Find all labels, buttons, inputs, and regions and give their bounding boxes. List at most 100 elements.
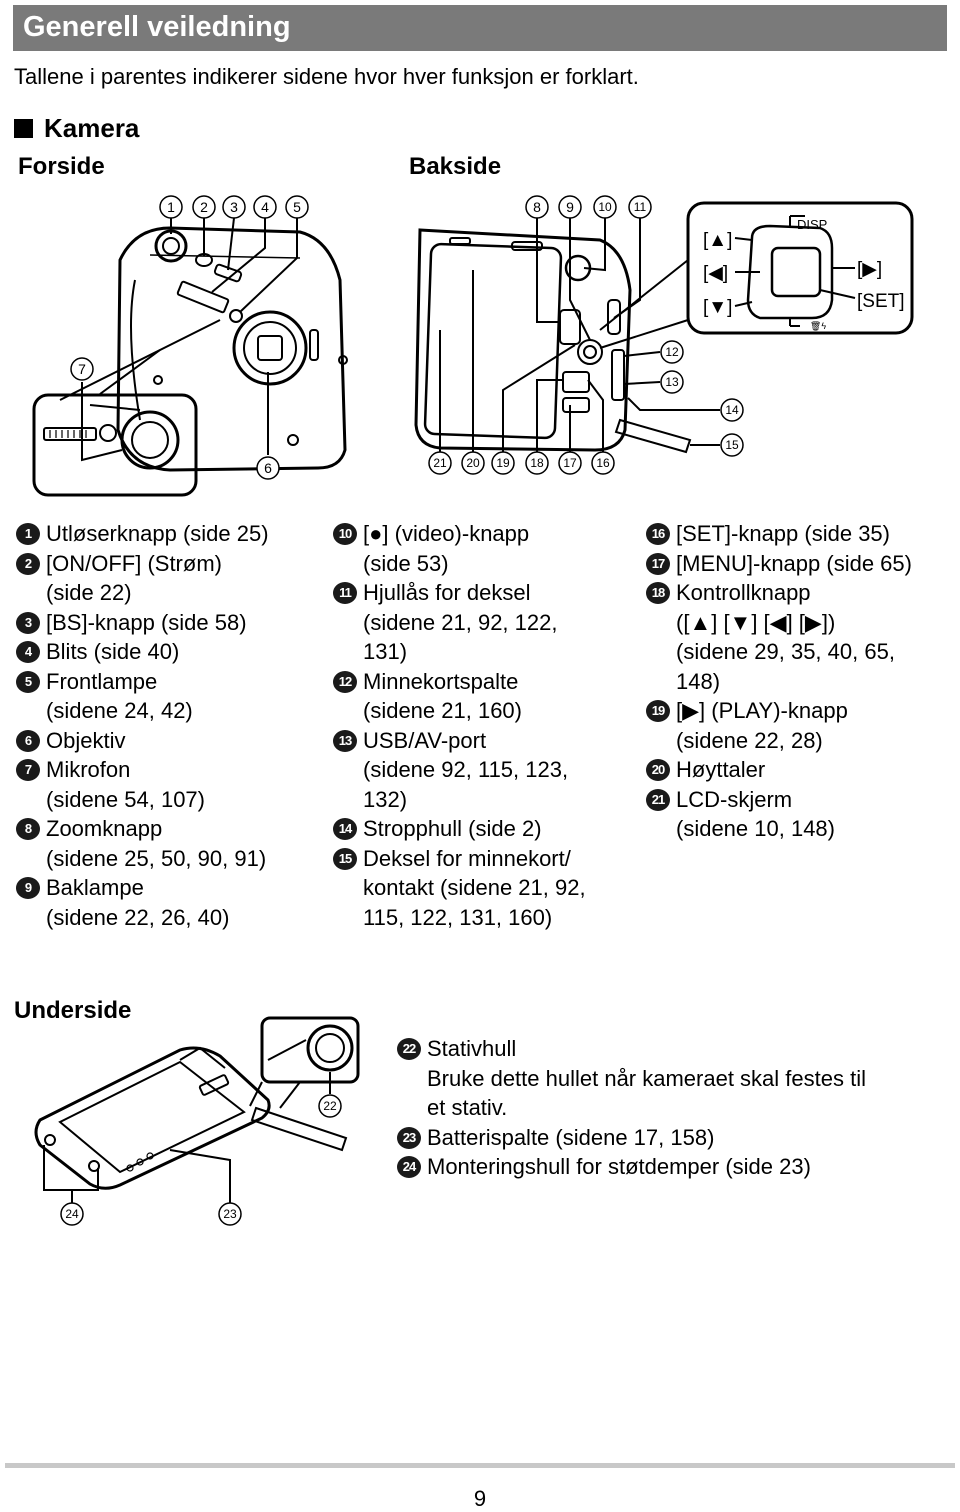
callout-9: 9 bbox=[566, 199, 574, 215]
page-title: Generell veiledning bbox=[23, 11, 291, 43]
parts-list-col2: 10 [●] (video)-knapp (side 53) 11 Hjullås … bbox=[333, 519, 633, 932]
trash-flash-icon: 🗑ϟ bbox=[810, 321, 826, 331]
list-item: 8 Zoomknapp (sidene 25, 50, 90, 91) bbox=[16, 814, 316, 873]
camera-diagram-top: [▲] [◀] [▼] [▶] [SET] DISP 🗑ϟ 1 2 3 4 5 … bbox=[32, 195, 914, 497]
item-text: Minnekortspalte (sidene 21, 160) bbox=[363, 668, 522, 724]
inset-left-label: [◀] bbox=[703, 263, 728, 284]
item-text: Objektiv bbox=[46, 727, 126, 753]
callout-2: 2 bbox=[200, 199, 208, 215]
callout-4: 4 bbox=[261, 199, 269, 215]
item-number: 15 bbox=[333, 847, 357, 870]
list-item: 10 [●] (video)-knapp (side 53) bbox=[333, 519, 633, 578]
callout-8: 8 bbox=[533, 199, 541, 215]
item-number: 5 bbox=[16, 670, 40, 693]
callout-24: 24 bbox=[65, 1207, 79, 1221]
list-item: 23 Batterispalte (sidene 17, 158) bbox=[397, 1123, 937, 1153]
item-text: [SET]-knapp (side 35) bbox=[676, 521, 890, 546]
item-number: 11 bbox=[333, 582, 357, 604]
list-item: 12 Minnekortspalte (sidene 21, 160) bbox=[333, 667, 633, 726]
item-text: Stativhull Bruke dette hullet når kamera… bbox=[427, 1036, 866, 1120]
list-item: 5 Frontlampe (sidene 24, 42) bbox=[16, 667, 316, 726]
callout-22: 22 bbox=[323, 1099, 337, 1113]
list-item: 19[▶] (PLAY)-knapp (sidene 22, 28) bbox=[646, 696, 956, 755]
list-item: 17[MENU]-knapp (side 65) bbox=[646, 549, 956, 579]
back-camera-body bbox=[414, 228, 632, 452]
item-text: [BS]-knapp (side 58) bbox=[46, 609, 247, 635]
item-number: 20 bbox=[646, 759, 670, 781]
item-number: 9 bbox=[16, 877, 40, 899]
list-item: 2[ON/OFF] (Strøm) (side 22) bbox=[16, 549, 316, 608]
lcd-screen bbox=[423, 242, 563, 440]
item-number: 23 bbox=[397, 1126, 421, 1149]
list-item: 3 [BS]-knapp (side 58) bbox=[16, 608, 316, 638]
item-text: Høyttaler bbox=[676, 757, 766, 782]
item-number: 10 bbox=[333, 523, 357, 545]
callout-21: 21 bbox=[433, 456, 447, 470]
front-camera-body bbox=[116, 226, 347, 472]
list-item: 11 Hjullås for deksel (sidene 21, 92, 122… bbox=[333, 578, 633, 667]
square-bullet-icon bbox=[14, 119, 33, 138]
item-text: [MENU]-knapp (side 65) bbox=[676, 550, 912, 576]
callout-23: 23 bbox=[223, 1207, 237, 1221]
list-item: 24 Monteringshull for støtdemper (side 23… bbox=[397, 1152, 937, 1182]
lens-outer bbox=[232, 310, 308, 386]
item-number: 6 bbox=[16, 729, 40, 752]
list-item: 13 USB/AV-port (sidene 92, 115, 123, 132) bbox=[333, 726, 633, 815]
item-number: 24 bbox=[397, 1156, 421, 1178]
inset-down-label: [▼] bbox=[703, 297, 732, 318]
item-text: USB/AV-port (sidene 92, 115, 123, 132) bbox=[363, 727, 569, 812]
list-item: 16 [SET]-knapp (side 35) bbox=[646, 519, 956, 549]
item-text: Batterispalte (sidene 17, 158) bbox=[427, 1124, 715, 1150]
item-text: Mikrofon (sidene 54, 107) bbox=[46, 757, 205, 812]
item-number: 18 bbox=[646, 582, 670, 604]
item-number: 3 bbox=[16, 611, 40, 634]
item-text: Hjullås for deksel (sidene 21, 92, 122, … bbox=[363, 580, 558, 664]
callout-5: 5 bbox=[293, 199, 301, 215]
item-number: 1 bbox=[16, 523, 40, 545]
item-text: [▶] (PLAY)-knapp (sidene 22, 28) bbox=[676, 698, 848, 753]
callout-6: 6 bbox=[264, 460, 272, 476]
callout-18: 18 bbox=[530, 456, 544, 470]
item-text: [●] (video)-knapp (side 53) bbox=[363, 521, 530, 576]
item-text: Frontlampe (sidene 24, 42) bbox=[46, 668, 193, 724]
front-inset-frame bbox=[32, 393, 198, 497]
shutter-button bbox=[154, 229, 188, 263]
item-text: Zoomknapp (sidene 25, 50, 90, 91) bbox=[46, 816, 267, 871]
inset-up-label: [▲] bbox=[703, 230, 732, 251]
item-text: Baklampe (sidene 22, 26, 40) bbox=[46, 875, 230, 930]
callout-7: 7 bbox=[78, 361, 86, 377]
camera-diagram-bottom: 24 23 22 bbox=[34, 1016, 360, 1226]
page-number: 9 bbox=[473, 1486, 487, 1511]
item-number: 13 bbox=[333, 729, 357, 752]
footer-divider bbox=[5, 1463, 955, 1468]
item-number: 8 bbox=[16, 818, 40, 840]
item-number: 16 bbox=[646, 523, 670, 545]
flash-window bbox=[176, 280, 230, 314]
back-inset-frame bbox=[686, 201, 914, 335]
inset-disp-label: DISP bbox=[797, 217, 827, 232]
callout-13: 13 bbox=[665, 375, 679, 389]
callout-1: 1 bbox=[167, 199, 175, 215]
item-number: 2 bbox=[16, 552, 40, 575]
callout-3: 3 bbox=[230, 199, 238, 215]
bottom-inset-frame bbox=[260, 1016, 360, 1084]
callout-10: 10 bbox=[598, 200, 612, 214]
item-text: Monteringshull for støtdemper (side 23) bbox=[427, 1154, 811, 1179]
item-text: Blits (side 40) bbox=[46, 639, 180, 664]
item-text: LCD-skjerm (sidene 10, 148) bbox=[676, 786, 835, 842]
item-number: 12 bbox=[333, 670, 357, 693]
inset-set-label: [SET] bbox=[857, 291, 905, 312]
callout-19: 19 bbox=[496, 456, 510, 470]
header-bar: Generell veiledning bbox=[13, 5, 947, 51]
front-view-label: Forside bbox=[18, 153, 105, 180]
callout-12: 12 bbox=[665, 345, 679, 359]
